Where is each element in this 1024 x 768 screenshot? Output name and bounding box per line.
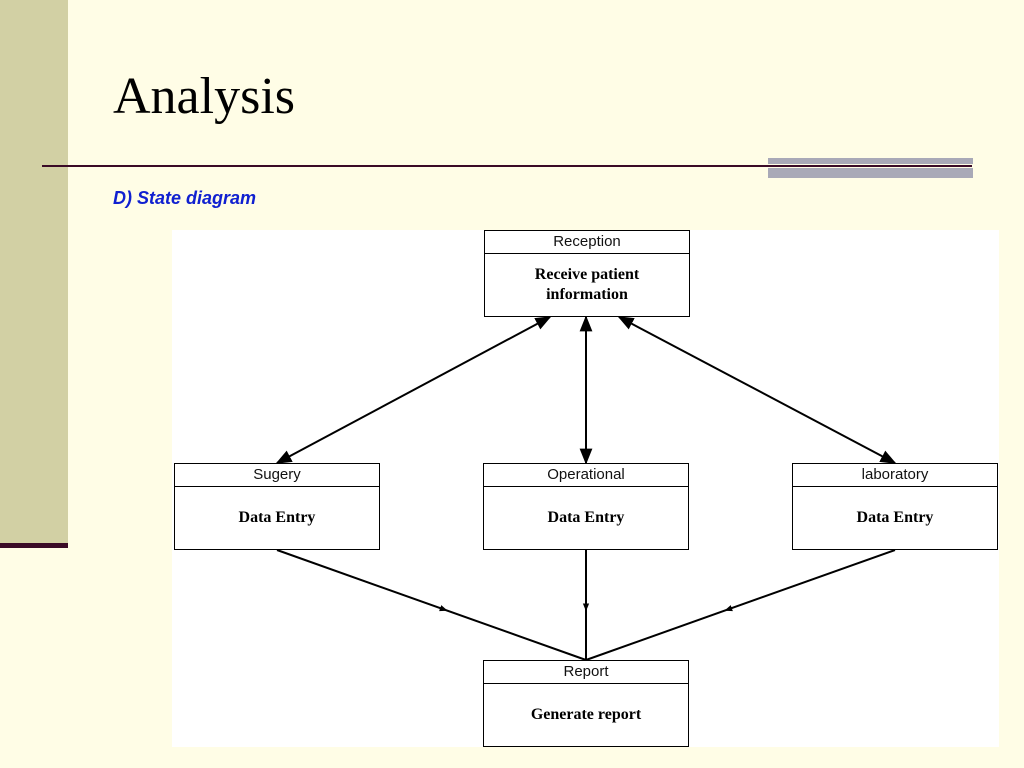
state-laboratory: laboratory Data Entry xyxy=(792,463,998,550)
transition-reception-surgery xyxy=(275,316,552,464)
state-body: Generate report xyxy=(530,706,642,723)
state-header: Operational xyxy=(484,464,688,487)
state-operational: Operational Data Entry xyxy=(483,463,689,550)
state-header: Report xyxy=(484,661,688,684)
title-divider xyxy=(42,165,972,167)
transition-reception-laboratory xyxy=(617,316,897,464)
state-surgery: Sugery Data Entry xyxy=(174,463,380,550)
transition-arrows xyxy=(275,315,897,661)
transition-surgery-report xyxy=(276,549,587,661)
slide-subtitle: D) State diagram xyxy=(113,188,257,208)
state-body: Data Entry xyxy=(238,509,316,526)
slide-title: Analysis xyxy=(113,68,295,125)
title-divider-accent xyxy=(768,158,973,179)
transition-laboratory-report xyxy=(585,549,896,661)
state-report: Report Generate report xyxy=(483,660,689,747)
state-body: Data Entry xyxy=(856,509,934,526)
state-body: Receive patient information xyxy=(534,266,640,303)
state-body: Data Entry xyxy=(547,509,625,526)
state-header: Reception xyxy=(485,231,689,254)
state-header: Sugery xyxy=(175,464,379,487)
sidebar-band xyxy=(0,0,68,545)
state-header: laboratory xyxy=(793,464,997,487)
state-diagram: Reception Receive patient information Su… xyxy=(172,230,999,747)
state-reception: Reception Receive patient information xyxy=(484,230,690,317)
sidebar-underline xyxy=(0,543,68,548)
